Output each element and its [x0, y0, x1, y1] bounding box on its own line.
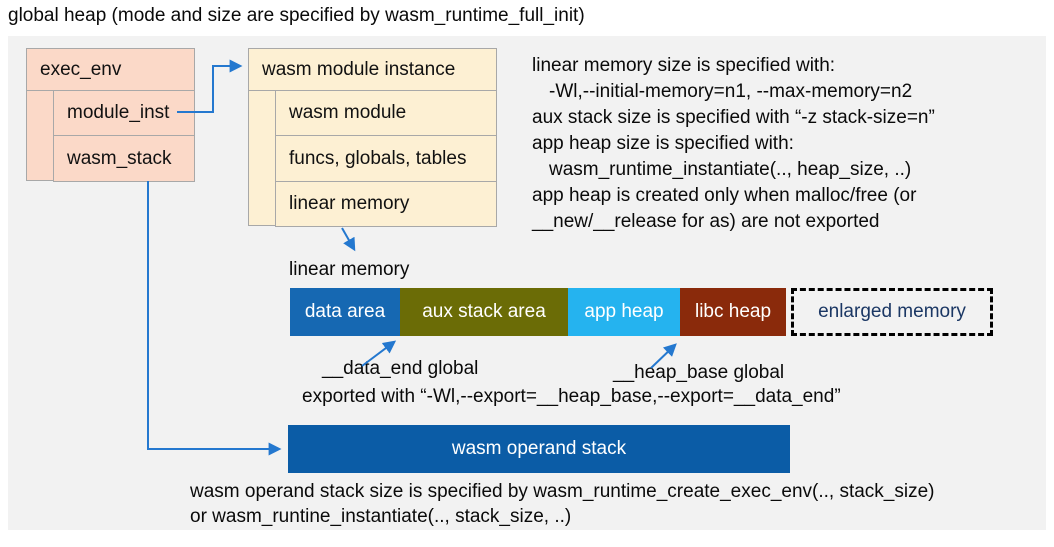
- segment-libc-heap: libc heap: [680, 288, 786, 336]
- linear-memory-label: linear memory: [289, 259, 410, 280]
- memory-size-notes: linear memory size is specified with: -W…: [532, 53, 935, 235]
- note-line: linear memory size is specified with:: [532, 55, 836, 76]
- wasm-operand-stack-label: wasm operand stack: [451, 438, 627, 459]
- data-end-global-label: __data_end global: [322, 358, 479, 379]
- operand-stack-note-line2: or wasm_runtine_instantiate(.., stack_si…: [190, 506, 572, 527]
- module-instance-field-wasm-module: wasm module: [275, 90, 497, 136]
- operand-stack-note-line1: wasm operand stack size is specified by …: [190, 481, 935, 502]
- exported-with-label: exported with “-Wl,--export=__heap_base,…: [302, 386, 841, 407]
- segment-data-area: data area: [290, 288, 400, 336]
- segment-aux-stack-area: aux stack area: [400, 288, 568, 336]
- segment-app-heap: app heap: [568, 288, 680, 336]
- exec-env-header: exec_env: [27, 49, 194, 91]
- exec-env-field-module-inst: module_inst: [53, 90, 195, 136]
- heap-base-global-label: __heap_base global: [613, 362, 785, 383]
- note-line: app heap is created only when malloc/fre…: [532, 185, 917, 206]
- exec-env-box: exec_env module_inst wasm_stack: [26, 48, 195, 182]
- operand-stack-note: wasm operand stack size is specified by …: [190, 479, 935, 529]
- segment-enlarged-memory: enlarged memory: [791, 288, 993, 336]
- note-line: -Wl,--initial-memory=n1, --max-memory=n2: [549, 81, 913, 102]
- note-line: aux stack size is specified with “-z sta…: [532, 107, 935, 128]
- module-instance-field-linear-memory: linear memory: [275, 181, 497, 227]
- module-instance-field-funcs-globals-tables: funcs, globals, tables: [275, 135, 497, 182]
- exec-env-field-wasm-stack: wasm_stack: [53, 135, 195, 182]
- wasm-operand-stack-box: wasm operand stack: [288, 425, 790, 473]
- note-line: app heap size is specified with:: [532, 133, 794, 154]
- module-instance-box: wasm module instance wasm module funcs, …: [248, 48, 497, 227]
- note-line: __new/__release for as) are not exported: [532, 211, 880, 232]
- note-line: wasm_runtime_instantiate(.., heap_size, …: [549, 159, 912, 180]
- module-instance-header: wasm module instance: [249, 49, 496, 91]
- diagram-title: global heap (mode and size are specified…: [8, 5, 585, 26]
